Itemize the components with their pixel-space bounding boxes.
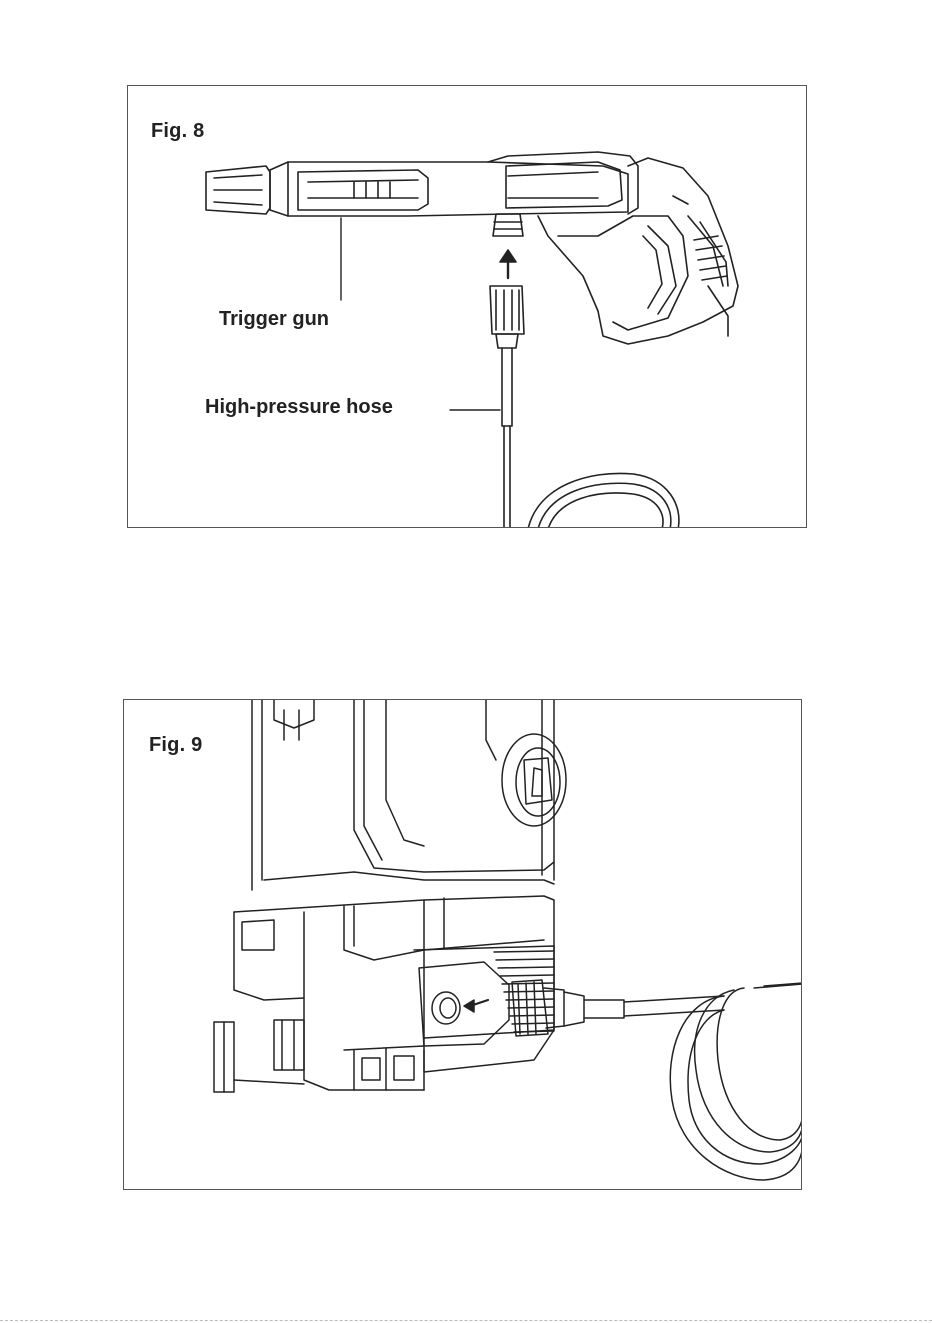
gun-handle xyxy=(488,152,738,344)
trigger-gun-label: Trigger gun xyxy=(219,308,329,331)
washer-lower-housing xyxy=(214,896,554,1092)
high-pressure-hose-label: High-pressure hose xyxy=(205,396,393,419)
outlet-port-panel xyxy=(419,962,509,1046)
figure-8-panel: Fig. 8 xyxy=(127,85,807,528)
high-pressure-hose-line xyxy=(502,348,512,528)
hose-coupling-nut xyxy=(490,286,524,348)
page-bottom-edge xyxy=(0,1320,932,1321)
gun-inlet-thread xyxy=(493,214,523,236)
gun-barrel xyxy=(270,162,628,216)
pressure-gauge-icon xyxy=(502,734,566,826)
washer-upper-housing xyxy=(252,700,554,890)
nozzle-tip xyxy=(206,166,270,214)
figure-9-panel: Fig. 9 xyxy=(123,699,802,1190)
hose-coil xyxy=(528,473,679,528)
trigger-gun-illustration xyxy=(128,86,807,528)
connect-arrow-icon xyxy=(500,250,516,278)
outlet-vent-grille xyxy=(414,946,554,1038)
pressure-washer-illustration xyxy=(124,700,802,1190)
